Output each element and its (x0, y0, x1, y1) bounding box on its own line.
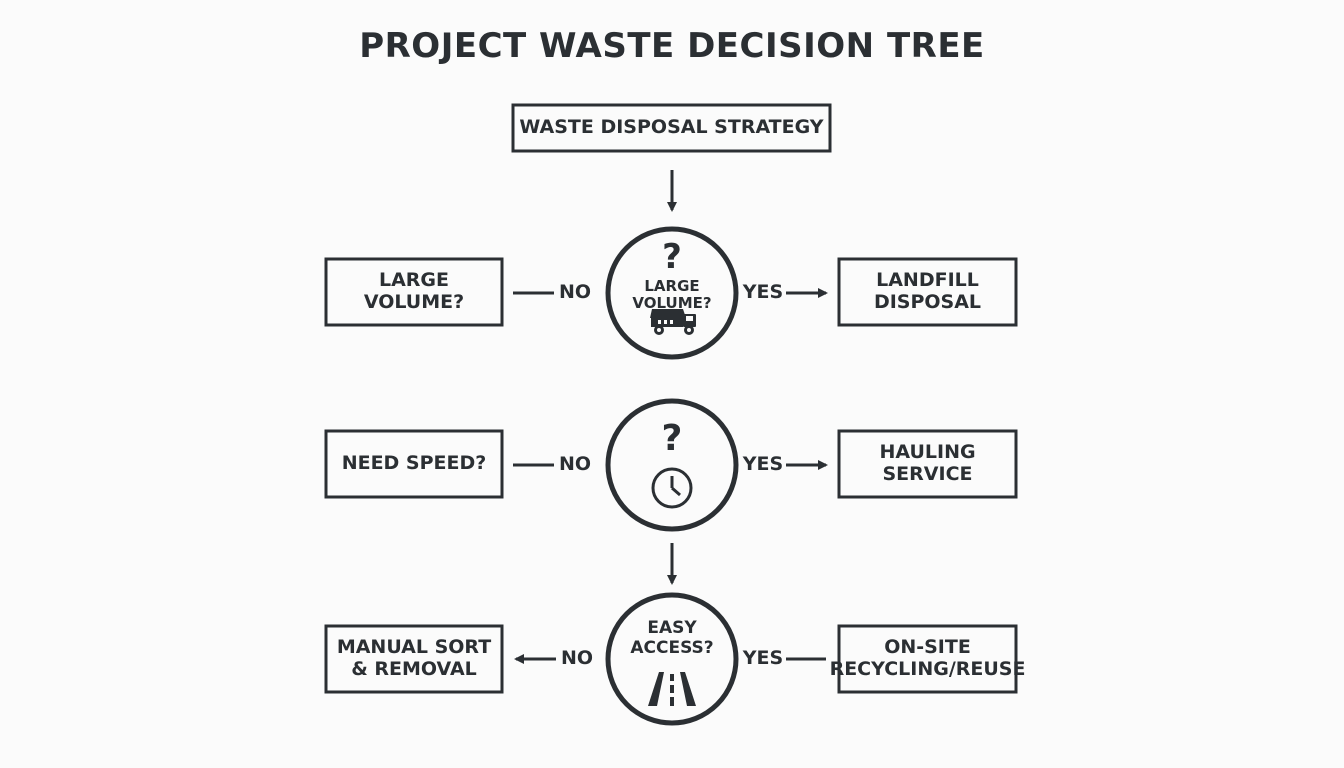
dump-truck-icon (650, 309, 696, 335)
left-box-1 (324, 257, 504, 327)
right-box-2-label: HAULING SERVICE (879, 441, 976, 485)
left-box-2-label: NEED SPEED? (341, 452, 487, 475)
no-label-1: NO (558, 281, 592, 304)
left-box-3-label: MANUAL SORT & REMOVAL (336, 636, 492, 680)
no-label-3: NO (560, 647, 594, 670)
circle-1-label: LARGE VOLUME? (632, 276, 712, 312)
left-box-2 (324, 429, 504, 499)
right-box-2 (837, 429, 1018, 499)
yes-label-2: YES (742, 453, 784, 476)
yes-label-3: YES (742, 647, 784, 670)
right-box-3 (837, 624, 1018, 694)
decision-circle-3 (605, 592, 739, 726)
decision-circle-2 (605, 398, 739, 532)
clock-icon (651, 467, 693, 509)
right-box-1-label: LANDFILL DISPOSAL (873, 269, 982, 313)
right-box-3-label: ON-SITE RECYCLING/REUSE (829, 636, 1026, 680)
yes-label-1: YES (742, 281, 784, 304)
decision-circle-1 (605, 226, 739, 360)
question-mark-icon-2: ? (661, 418, 683, 460)
start-box-label: WASTE DISPOSAL STRATEGY (519, 116, 824, 139)
left-box-3 (324, 624, 504, 694)
question-mark-icon-3 (656, 600, 688, 610)
right-box-1 (837, 257, 1018, 327)
no-label-2: NO (558, 453, 592, 476)
diagram-title: PROJECT WASTE DECISION TREE (359, 26, 985, 67)
question-mark-icon-1: ? (662, 237, 682, 278)
circle-3-label: EASY ACCESS? (630, 618, 714, 658)
left-box-1-label: LARGE VOLUME? (363, 269, 465, 313)
road-icon (648, 672, 696, 706)
start-box (511, 103, 832, 153)
circle-2-label (612, 458, 732, 459)
